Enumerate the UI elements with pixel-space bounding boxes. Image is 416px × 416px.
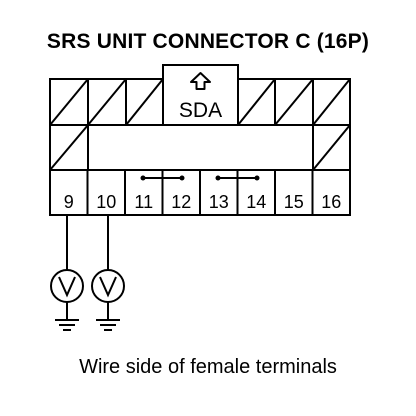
terminal-16-label: 16 [321, 192, 341, 212]
terminal-13-label: 13 [209, 192, 229, 212]
terminal-9-label: 9 [64, 192, 74, 212]
terminal-12-label: 12 [171, 192, 191, 212]
terminal-14-label: 14 [246, 192, 266, 212]
short-bar-11-12 [140, 175, 185, 181]
short-bar-13-14 [215, 175, 260, 181]
voltmeter-terminal-9 [50, 215, 84, 331]
diagram-caption: Wire side of female terminals [79, 356, 337, 378]
ground-icon [55, 319, 79, 331]
lock-label: SDA [179, 99, 222, 122]
up-arrow-icon [190, 72, 211, 90]
ground-icon [96, 319, 120, 331]
voltmeter-terminal-10 [91, 215, 125, 331]
terminal-10-label: 10 [96, 192, 116, 212]
terminal-15-label: 15 [284, 192, 304, 212]
diagram-title: SRS UNIT CONNECTOR C (16P) [46, 30, 370, 53]
terminal-11-label: 11 [134, 192, 153, 212]
